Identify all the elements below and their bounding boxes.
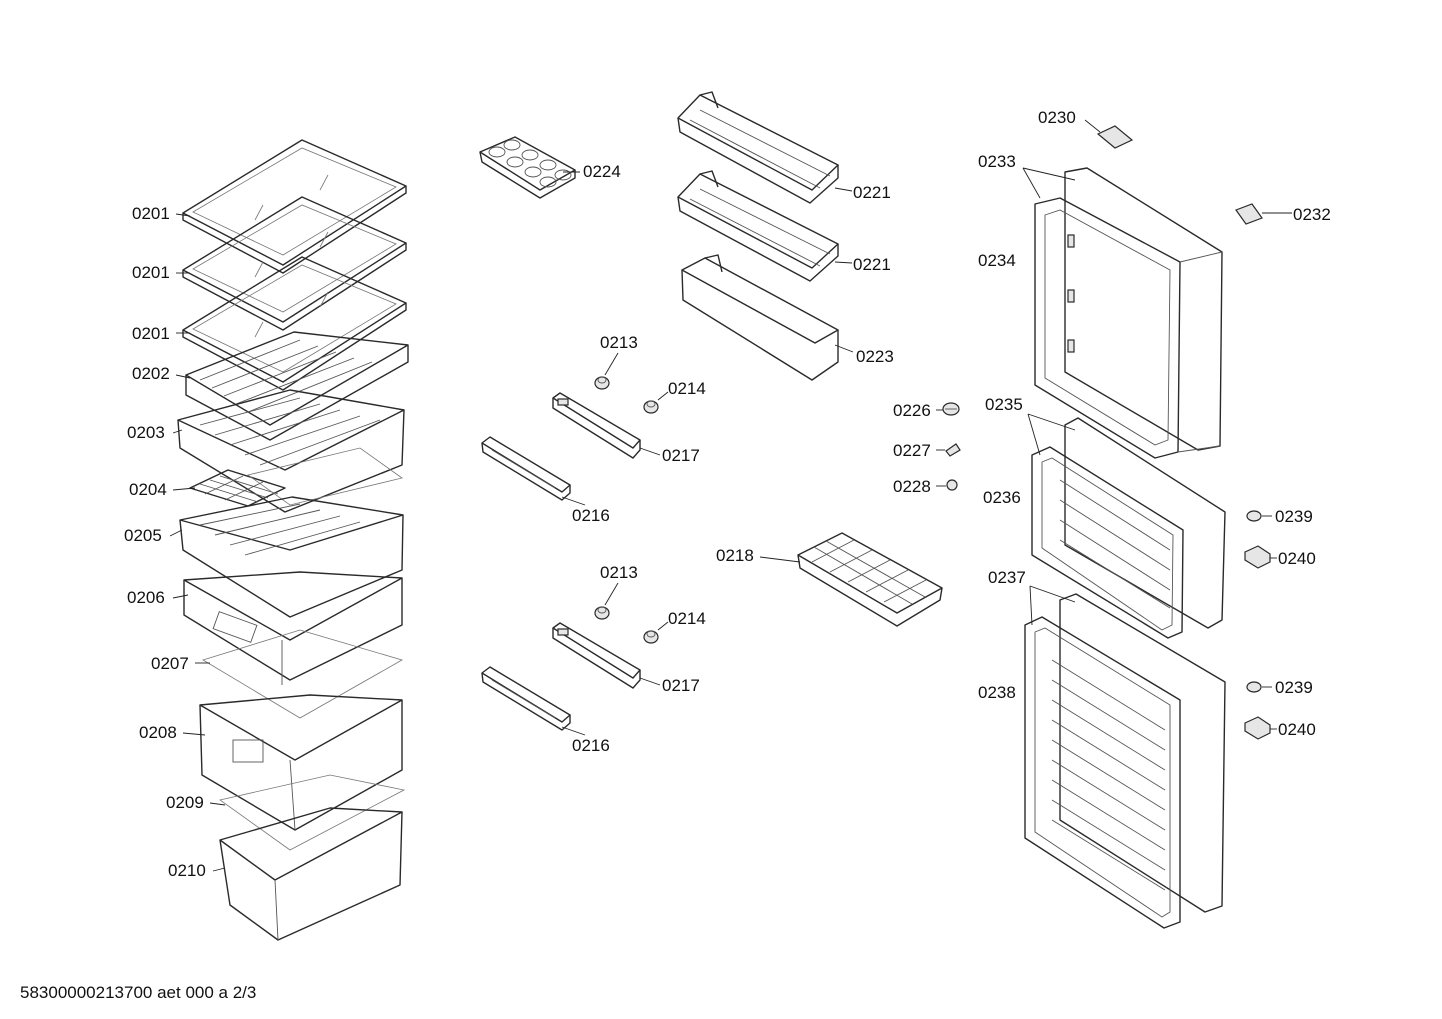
part-0227-screw (945, 443, 961, 457)
label-0232: 0232 (1293, 205, 1331, 224)
part-0240-block-upper (1244, 545, 1271, 569)
part-0216-slide-upper (481, 436, 571, 501)
label-0213-a: 0213 (600, 333, 638, 352)
part-0201-glass-shelf-1 (182, 139, 407, 274)
part-0238-freezer-door-lower (1024, 593, 1226, 929)
label-0223: 0223 (856, 347, 894, 366)
label-0233: 0233 (978, 152, 1016, 171)
part-0204-grid-insert (189, 469, 286, 507)
part-0202-shelf-tray (185, 331, 409, 441)
part-0201-glass-shelf-2 (182, 196, 407, 331)
label-0221-a: 0221 (853, 183, 891, 202)
label-0205: 0205 (124, 526, 162, 545)
label-0207: 0207 (151, 654, 189, 673)
label-0210: 0210 (168, 861, 206, 880)
part-0201-glass-shelf-3 (182, 256, 407, 391)
label-0237: 0237 (988, 568, 1026, 587)
label-0239-b: 0239 (1275, 678, 1313, 697)
label-0240-a: 0240 (1278, 549, 1316, 568)
label-0214-a: 0214 (668, 379, 706, 398)
label-0216-b: 0216 (572, 736, 610, 755)
label-0203: 0203 (127, 423, 165, 442)
part-0214-knob-upper (643, 400, 659, 414)
label-0218: 0218 (716, 546, 754, 565)
part-0234-fridge-door (1034, 167, 1223, 459)
label-0214-b: 0214 (668, 609, 706, 628)
part-0239-foot-upper (1246, 510, 1262, 522)
part-0206-drawer (183, 571, 403, 685)
label-0213-b: 0213 (600, 563, 638, 582)
part-0221-door-shelf-2 (677, 170, 839, 282)
part-0214-knob-lower (643, 630, 659, 644)
part-0218-ice-tray (797, 532, 943, 627)
label-0230: 0230 (1038, 108, 1076, 127)
part-0228-plug (946, 479, 958, 491)
label-0221-b: 0221 (853, 255, 891, 274)
part-0226-hinge-cap (942, 402, 960, 416)
label-0235: 0235 (985, 395, 1023, 414)
label-0240-b: 0240 (1278, 720, 1316, 739)
label-0202: 0202 (132, 364, 170, 383)
part-0216-slide-lower (481, 666, 571, 731)
part-0213-knob-upper (594, 376, 610, 390)
label-0201-b: 0201 (132, 263, 170, 282)
label-0217-b: 0217 (662, 676, 700, 695)
part-0217-rail-upper (552, 392, 641, 459)
document-id-footer: 58300000213700 aet 000 a 2/3 (20, 983, 256, 1002)
label-0201-c: 0201 (132, 324, 170, 343)
label-0236: 0236 (983, 488, 1021, 507)
part-0221-door-shelf-1 (677, 91, 839, 204)
part-0239-foot-lower (1246, 681, 1262, 693)
label-0208: 0208 (139, 723, 177, 742)
label-0228: 0228 (893, 477, 931, 496)
label-0238: 0238 (978, 683, 1016, 702)
label-0227: 0227 (893, 441, 931, 460)
label-0234: 0234 (978, 251, 1016, 270)
part-0224-egg-tray (479, 136, 576, 199)
part-0205-shelf-tray (179, 496, 404, 618)
label-0204: 0204 (129, 480, 167, 499)
part-0223-door-bin (681, 254, 839, 381)
label-0216-a: 0216 (572, 506, 610, 525)
label-0226: 0226 (893, 401, 931, 420)
label-0209: 0209 (166, 793, 204, 812)
part-0210-drawer (219, 807, 403, 941)
part-0203-shelf-tray (177, 389, 405, 513)
label-0217-a: 0217 (662, 446, 700, 465)
label-0206: 0206 (127, 588, 165, 607)
part-0213-knob-lower (594, 606, 610, 620)
label-0239-a: 0239 (1275, 507, 1313, 526)
label-0201-a: 0201 (132, 204, 170, 223)
part-0209-cover-sheet (219, 774, 406, 851)
label-0224: 0224 (583, 162, 621, 181)
part-0232-cover-cap (1235, 203, 1263, 225)
part-0236-freezer-door-upper (1031, 417, 1226, 639)
part-0240-block-lower (1244, 716, 1271, 740)
part-0230-cover-cap (1096, 125, 1134, 149)
part-sheet-under-0203 (247, 447, 403, 506)
part-0217-rail-lower (552, 622, 641, 689)
leaders-left (169, 213, 226, 872)
